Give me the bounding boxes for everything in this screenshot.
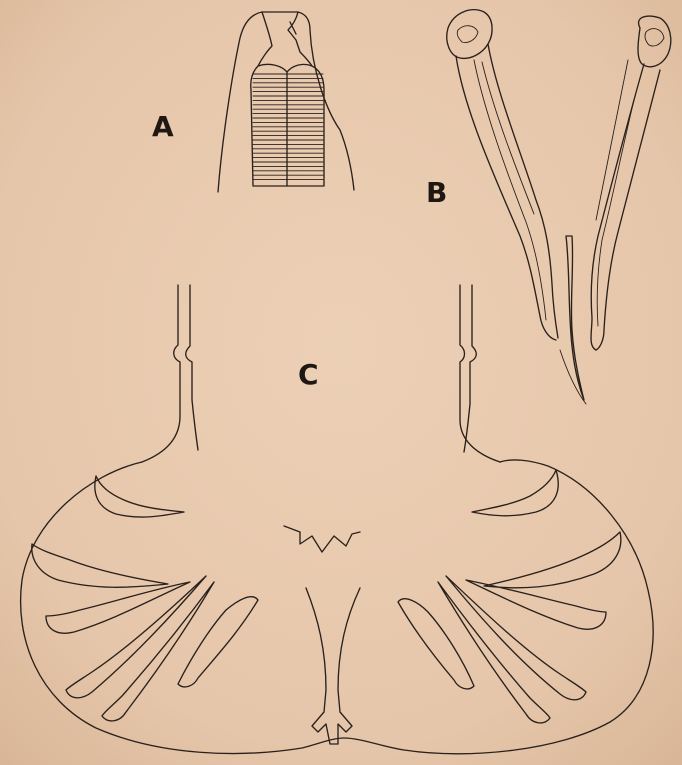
label-a: A — [152, 110, 174, 143]
label-b: B — [426, 176, 447, 209]
label-c: C — [298, 358, 319, 391]
